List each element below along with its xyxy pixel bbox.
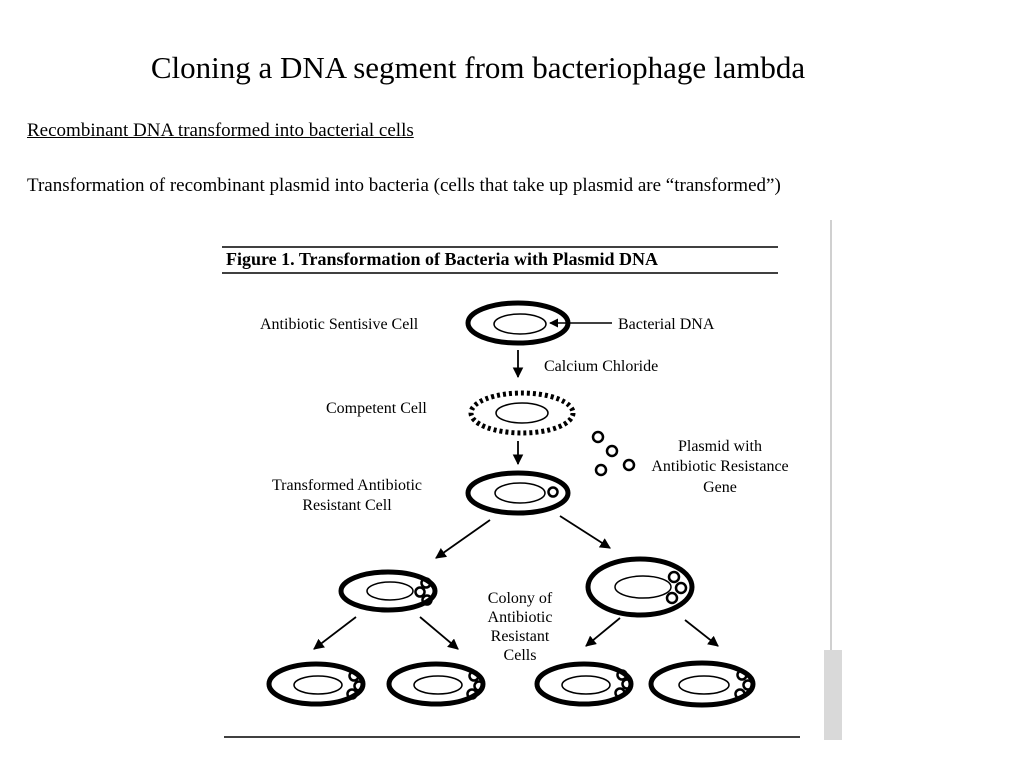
transformed-cell xyxy=(465,470,571,516)
figure-title: Figure 1. Transformation of Bacteria wit… xyxy=(226,249,658,269)
colony-cell-right xyxy=(585,556,695,618)
label-colony-line1: Colony of xyxy=(488,590,553,607)
label-plasmid-line3: Gene xyxy=(703,479,737,496)
label-transformed-line2: Resistant Cell xyxy=(302,497,392,514)
label-bacterial-dna: Bacterial DNA xyxy=(618,316,715,333)
scan-edge-line xyxy=(830,220,832,740)
plasmid-group xyxy=(591,430,636,477)
label-plasmid-line2: Antibiotic Resistance xyxy=(651,458,788,475)
slide-title: Cloning a DNA segment from bacteriophage… xyxy=(150,50,806,85)
label-colony-line3: Resistant xyxy=(491,628,550,645)
bottom-cell-4 xyxy=(648,660,756,708)
arrow-right-right xyxy=(684,619,719,647)
label-colony-line4: Cells xyxy=(504,647,537,664)
label-calcium-chloride: Calcium Chloride xyxy=(544,358,658,375)
figure-transformation-diagram: Figure 1. Transformation of Bacteria wit… xyxy=(200,220,850,768)
bacterial-dna-loop xyxy=(493,313,547,335)
bottom-cell-3 xyxy=(534,661,634,707)
body-text: Transformation of recombinant plasmid in… xyxy=(27,175,781,196)
scan-edge-patch xyxy=(824,650,842,740)
arrow-right-left xyxy=(585,617,621,647)
arrow-branch-right xyxy=(559,515,611,549)
label-sensitive-cell: Antibiotic Sentisive Cell xyxy=(260,316,419,333)
arrow-branch-left xyxy=(435,519,491,559)
colony-cell-left xyxy=(338,569,438,613)
competent-cell xyxy=(468,390,576,436)
arrow-left-left xyxy=(313,616,357,650)
label-plasmid-line1: Plasmid with xyxy=(678,438,762,455)
section-subheading: Recombinant DNA transformed into bacteri… xyxy=(27,120,414,141)
bottom-cell-2 xyxy=(386,661,486,707)
label-colony-line2: Antibiotic xyxy=(488,609,553,626)
arrow-left-right xyxy=(419,616,459,650)
label-transformed-line1: Transformed Antibiotic xyxy=(272,477,422,494)
label-competent-cell: Competent Cell xyxy=(326,400,427,417)
bottom-cell-1 xyxy=(266,661,366,707)
